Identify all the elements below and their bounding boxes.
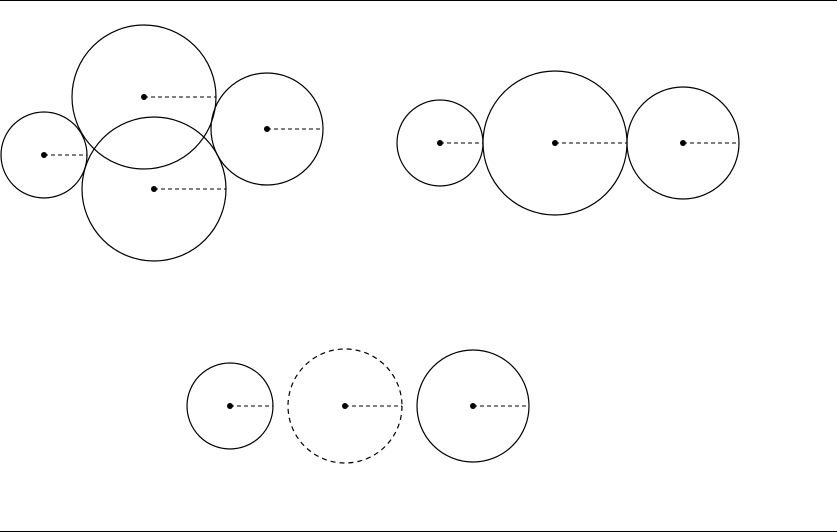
circle-c10	[417, 350, 529, 462]
center-point	[141, 94, 147, 100]
circle-c7	[627, 87, 739, 199]
center-point	[41, 152, 47, 158]
center-point	[151, 186, 157, 192]
center-point	[227, 403, 233, 409]
circle-c3	[82, 117, 226, 261]
circle-c8	[187, 363, 273, 449]
center-point	[342, 403, 348, 409]
center-point	[470, 403, 476, 409]
center-point	[680, 140, 686, 146]
circle-group-overlapping-cluster	[1, 25, 323, 261]
circle-c4	[211, 73, 323, 185]
center-point	[552, 140, 558, 146]
circle-group-separated-row	[187, 349, 529, 463]
circle-group-tangent-row	[397, 71, 739, 215]
circle-c5	[397, 100, 483, 186]
circle-c9	[288, 349, 402, 463]
circle-c2	[72, 25, 216, 169]
center-point	[264, 126, 270, 132]
center-point	[437, 140, 443, 146]
circle-c6	[483, 71, 627, 215]
circle-c1	[1, 112, 87, 198]
